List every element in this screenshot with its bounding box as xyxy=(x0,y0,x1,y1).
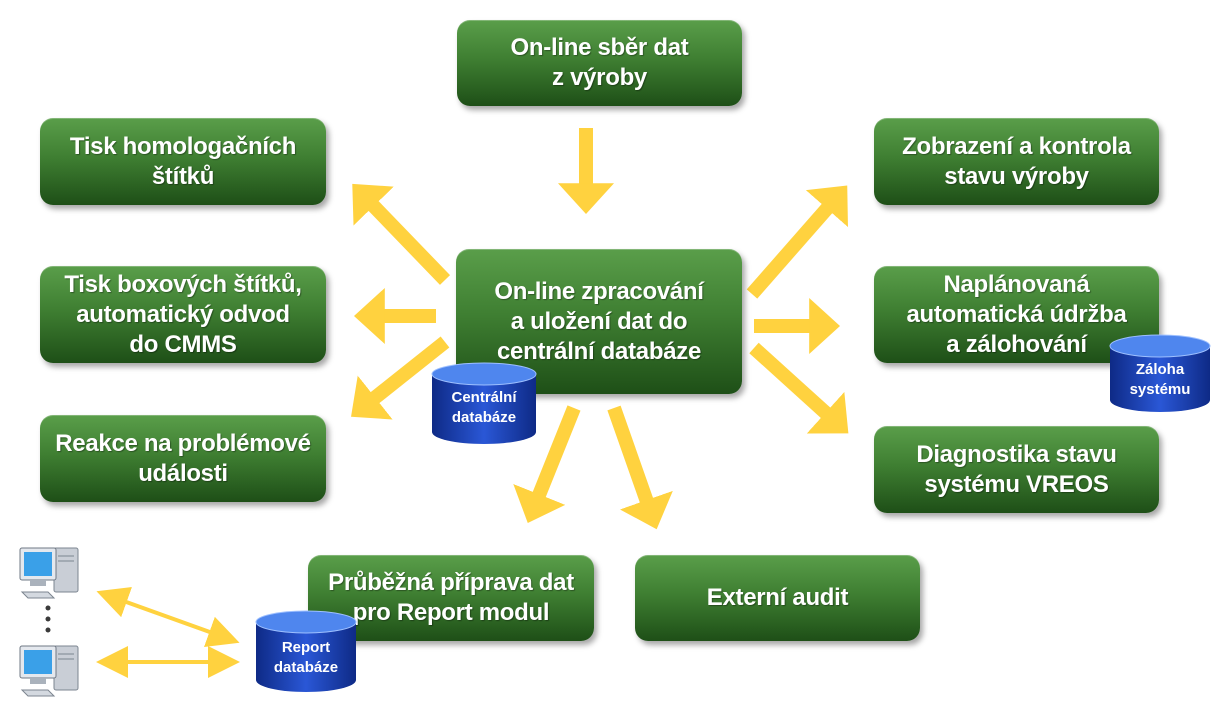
arrow-to-audit xyxy=(607,405,673,530)
report-database-icon: Report databáze xyxy=(254,610,358,694)
box-diagnostika: Diagnostika stavu systému VREOS xyxy=(874,426,1159,513)
box-label: Naplánovaná automatická údržba a zálohov… xyxy=(906,270,1127,358)
box-label: On-line sběr dat z výroby xyxy=(510,34,689,91)
box-label: On-line zpracování a uložení dat do cent… xyxy=(494,277,704,365)
computer-icon xyxy=(18,640,82,698)
arrow-to-reakce xyxy=(351,336,450,420)
ellipsis-dots xyxy=(44,604,52,641)
db-label: Report databáze xyxy=(273,639,339,676)
db-label: Centrální databáze xyxy=(451,389,517,426)
arrow-pc1-report xyxy=(96,587,240,647)
box-label: Zobrazení a kontrola stavu výroby xyxy=(902,132,1131,190)
box-sber-dat: On-line sběr dat z výroby xyxy=(457,20,742,106)
arrow-to-homolog xyxy=(352,183,451,285)
box-label: Diagnostika stavu systému VREOS xyxy=(916,440,1117,498)
box-tisk-box: Tisk boxových štítků, automatický odvod … xyxy=(40,266,326,363)
box-reakce: Reakce na problémové události xyxy=(40,415,326,502)
arrow-to-diagnostika xyxy=(749,342,849,434)
box-audit: Externí audit xyxy=(635,555,920,641)
db-label: Záloha systému xyxy=(1129,361,1191,398)
box-label: Tisk boxových štítků, automatický odvod … xyxy=(64,270,302,358)
central-database-icon: Centrální databáze xyxy=(430,362,538,446)
box-zobrazeni: Zobrazení a kontrola stavu výroby xyxy=(874,118,1159,205)
box-label: Externí audit xyxy=(706,584,849,611)
arrow-to-zobrazeni xyxy=(746,185,848,299)
box-tisk-homolog: Tisk homologačních štítků xyxy=(40,118,326,205)
arrow-to-report xyxy=(513,405,581,523)
box-label: Reakce na problémové události xyxy=(55,429,311,487)
backup-database-icon: Záloha systému xyxy=(1108,334,1212,414)
computer-icon xyxy=(18,542,82,600)
box-label: Průběžná příprava dat pro Report modul xyxy=(328,569,574,626)
box-label: Tisk homologačních štítků xyxy=(69,132,297,190)
